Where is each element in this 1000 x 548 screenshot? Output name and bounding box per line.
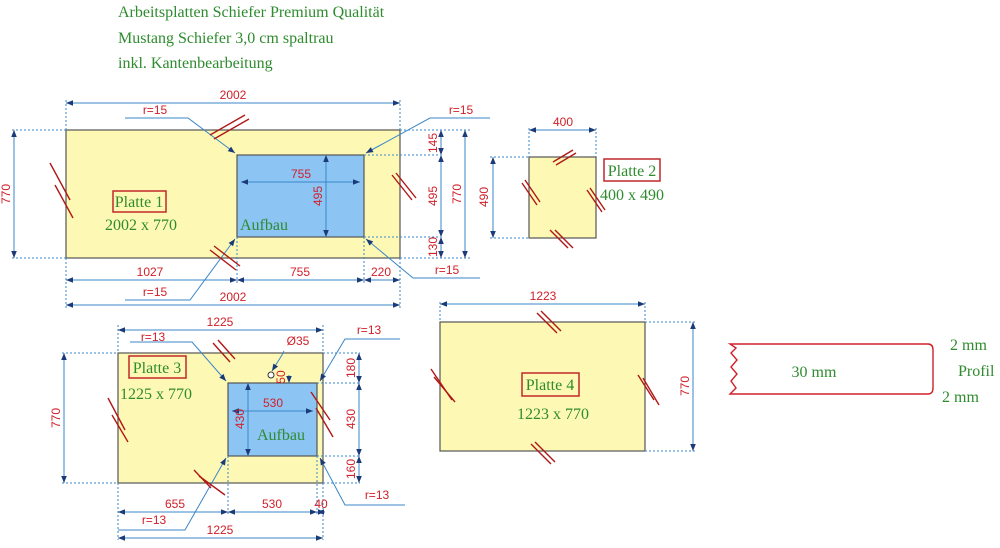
plate-2-size: 400 x 490 bbox=[600, 187, 664, 204]
plate-1: 2002 770 1027 755 220 2002 755 495 145 4… bbox=[0, 88, 490, 310]
plate-3-seg-mid-label: 530 bbox=[262, 497, 282, 511]
plate-1-seg-mid-label: 755 bbox=[290, 265, 310, 279]
plate-1-name-box bbox=[112, 190, 167, 213]
plate-4-width-label: 1223 bbox=[530, 289, 557, 303]
plate-3-cutout bbox=[227, 382, 318, 457]
plate-2-body bbox=[528, 156, 597, 239]
edge-profile: 30 mm 2 mm Profil 2 mm bbox=[727, 337, 995, 406]
plate-1-right-top-label: 145 bbox=[426, 133, 440, 153]
plate-2-width-label: 400 bbox=[553, 115, 573, 129]
header-edge-note: inkl. Kantenbearbeitung bbox=[118, 55, 273, 72]
plate-1-name: Platte 1 bbox=[115, 194, 163, 211]
plate-1-width-bottom-label: 2002 bbox=[220, 290, 247, 304]
plate-1-seg-left-label: 1027 bbox=[137, 265, 164, 279]
plate-1-height-label: 770 bbox=[0, 184, 13, 204]
header-title: Arbeitsplatten Schiefer Premium Qualität bbox=[118, 4, 385, 21]
header-material: Mustang Schiefer 3,0 cm spaltrau bbox=[118, 30, 334, 47]
profile-bottom-chamfer: 2 mm bbox=[942, 389, 979, 406]
plate-3-cutout-label: Aufbau bbox=[257, 427, 305, 444]
profile-label: Profil bbox=[958, 363, 995, 380]
plate-3: 1225 770 530 430 Ø35 50 180 430 160 655 … bbox=[49, 315, 405, 541]
profile-thickness: 30 mm bbox=[792, 364, 837, 381]
plate-1-size: 2002 x 770 bbox=[105, 217, 177, 234]
plate-3-hole-label: Ø35 bbox=[287, 334, 310, 348]
plate-1-width-top-label: 2002 bbox=[220, 88, 247, 102]
plate-1-height-right-label: 770 bbox=[450, 184, 464, 204]
plate-4-body bbox=[439, 321, 646, 452]
plate-1-radius-tl: r=15 bbox=[143, 103, 168, 117]
plate-3-height-label: 770 bbox=[49, 408, 63, 428]
plate-3-right-mid-label: 430 bbox=[344, 409, 358, 429]
plate-3-cut-width-label: 530 bbox=[263, 396, 283, 410]
plate-1-radius-br: r=15 bbox=[435, 263, 460, 277]
profile-top-chamfer: 2 mm bbox=[950, 337, 987, 354]
plate-1-right-mid-label: 495 bbox=[426, 186, 440, 206]
plate-3-name-box bbox=[128, 355, 187, 379]
plate-1-radius-tr: r=15 bbox=[449, 103, 474, 117]
plate-1-right-bottom-label: 130 bbox=[426, 237, 440, 257]
plate-2-name-box bbox=[603, 158, 661, 182]
plate-3-radius-tl: r=13 bbox=[141, 330, 166, 344]
plate-3-hole-offset-label: 50 bbox=[274, 370, 288, 384]
plate-3-width-bottom-label: 1225 bbox=[207, 523, 234, 537]
plate-2-name: Platte 2 bbox=[608, 163, 656, 180]
plate-4-size: 1223 x 770 bbox=[517, 406, 589, 423]
plate-3-radius-bl: r=13 bbox=[142, 513, 167, 527]
plate-3-radius-br: r=13 bbox=[365, 488, 390, 502]
plate-1-cut-height-label: 495 bbox=[311, 186, 325, 206]
plate-2-height-label: 490 bbox=[477, 187, 491, 207]
plate-3-faucet-hole bbox=[267, 371, 275, 379]
plate-2: 400 490 Platte 2 400 x 490 bbox=[477, 115, 664, 249]
plate-3-right-bottom-label: 160 bbox=[344, 459, 358, 479]
plate-1-cutout-label: Aufbau bbox=[240, 217, 288, 234]
plate-3-name: Platte 3 bbox=[133, 360, 181, 377]
plate-3-cut-height-label: 430 bbox=[233, 409, 247, 429]
profile-shape bbox=[727, 343, 934, 395]
plate-3-seg-right-label: 40 bbox=[314, 497, 328, 511]
plate-4: 1223 770 Platte 4 1223 x 770 bbox=[430, 289, 696, 465]
plate-1-cut-width-label: 755 bbox=[291, 167, 311, 181]
plate-3-radius-tr: r=13 bbox=[357, 323, 382, 337]
plate-1-cutout bbox=[236, 154, 365, 238]
plate-1-radius-bl: r=15 bbox=[143, 285, 168, 299]
plate-4-height-label: 770 bbox=[678, 376, 692, 396]
plate-3-right-top-label: 180 bbox=[344, 358, 358, 378]
plate-3-seg-left-label: 655 bbox=[165, 497, 185, 511]
plate-3-width-top-label: 1225 bbox=[207, 315, 234, 329]
plate-4-name: Platte 4 bbox=[526, 377, 574, 394]
plate-1-seg-right-label: 220 bbox=[371, 265, 391, 279]
plate-4-name-box bbox=[521, 372, 580, 397]
plate-3-size: 1225 x 770 bbox=[120, 386, 192, 403]
